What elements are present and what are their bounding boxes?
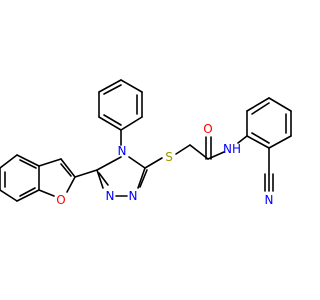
molecule-structure: O NH N S N N N O [0, 79, 292, 207]
triazole-n1-atom: N [106, 189, 115, 203]
cyanophenyl-ring [246, 97, 292, 149]
triazole-ring [96, 156, 148, 197]
nitrile-nitrogen-label: N [265, 193, 274, 207]
triazole-n2-label: N [129, 189, 138, 203]
nitrile-nitrogen-atom: N [265, 193, 274, 207]
bond-s-ch2 [175, 144, 191, 155]
sulfur-atom: S [165, 150, 173, 164]
furan-oxygen-atom: O [56, 193, 65, 207]
amide-nitrogen-atom: NH [223, 142, 241, 156]
triazole-n4-atom: N [118, 144, 127, 158]
amide-nitrogen-label: NH [223, 142, 241, 156]
bond-carbonyl-nh [207, 151, 225, 160]
triazole-n4-label: N [118, 144, 127, 158]
triazole-n2-atom: N [129, 189, 138, 203]
benzofuran-benzene-ring [0, 154, 40, 202]
bond-triazole-benzofuran [74, 169, 98, 178]
phenyl-ring [98, 79, 143, 131]
triazole-n1-label: N [106, 189, 115, 203]
sulfur-label: S [165, 150, 173, 164]
atom-label-layer: O NH N S N N N O [56, 122, 273, 207]
amide-oxygen-atom: O [203, 122, 212, 136]
furan-ring [38, 158, 76, 197]
bond-triazole-s [144, 157, 163, 169]
furan-oxygen-label: O [56, 193, 65, 207]
bond-ch2-carbonyl [189, 144, 209, 160]
bond-layer [0, 79, 292, 202]
bond-nh-aryl [237, 135, 248, 144]
amide-oxygen-label: O [203, 122, 212, 136]
